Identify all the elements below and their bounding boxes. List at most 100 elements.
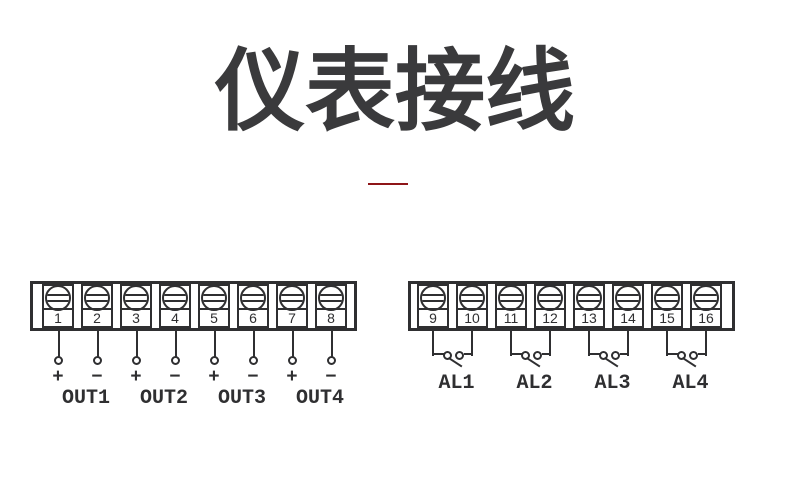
screw-slot-line bbox=[203, 300, 225, 302]
terminal-cell: 12 bbox=[534, 284, 566, 328]
screw-terminal-icon bbox=[123, 285, 149, 311]
screw-terminal-icon bbox=[459, 285, 485, 311]
relay-contact-dot-icon bbox=[455, 351, 464, 360]
terminal-number: 12 bbox=[536, 308, 564, 326]
screw-slot-line bbox=[461, 300, 483, 302]
terminal-cell: 16 bbox=[690, 284, 722, 328]
screw-slot-line bbox=[578, 294, 600, 296]
screw-terminal-icon bbox=[45, 285, 71, 311]
alarm-channel-label: AL1 bbox=[438, 372, 475, 395]
terminal-cell: 2 bbox=[81, 284, 113, 328]
screw-slot-line bbox=[125, 300, 147, 302]
screw-slot-line bbox=[539, 294, 561, 296]
wire-end-dot-icon bbox=[288, 356, 297, 365]
alarm-channel-label: AL2 bbox=[516, 372, 553, 395]
wire-line bbox=[291, 330, 294, 357]
screw-slot-line bbox=[281, 300, 303, 302]
screw-slot-line bbox=[422, 294, 444, 296]
wire-line bbox=[174, 330, 177, 357]
polarity-label: − bbox=[169, 366, 181, 388]
screw-slot-line bbox=[500, 300, 522, 302]
alarm-channel-label: AL3 bbox=[594, 372, 631, 395]
terminal-cell: 9 bbox=[417, 284, 449, 328]
relay-wire-line bbox=[666, 330, 668, 356]
terminal-number: 15 bbox=[653, 308, 681, 326]
wire-line bbox=[213, 330, 216, 357]
relay-contact-dot-icon bbox=[533, 351, 542, 360]
wire-line bbox=[135, 330, 138, 357]
screw-terminal-icon bbox=[201, 285, 227, 311]
screw-slot-line bbox=[47, 294, 69, 296]
screw-slot-line bbox=[461, 294, 483, 296]
terminal-number: 8 bbox=[317, 308, 345, 326]
terminal-cell: 14 bbox=[612, 284, 644, 328]
screw-terminal-icon bbox=[240, 285, 266, 311]
screw-slot-line bbox=[281, 294, 303, 296]
relay-wire-line bbox=[510, 353, 522, 355]
wire-end-dot-icon bbox=[93, 356, 102, 365]
terminal-number: 5 bbox=[200, 308, 228, 326]
wire-end-dot-icon bbox=[171, 356, 180, 365]
terminal-number: 4 bbox=[161, 308, 189, 326]
wire-end-dot-icon bbox=[249, 356, 258, 365]
terminal-number: 7 bbox=[278, 308, 306, 326]
title-underline bbox=[368, 183, 408, 185]
relay-wire-line bbox=[666, 353, 678, 355]
relay-wire-line bbox=[588, 330, 590, 356]
terminal-cell: 3 bbox=[120, 284, 152, 328]
screw-slot-line bbox=[656, 300, 678, 302]
polarity-label: − bbox=[325, 366, 337, 388]
output-channel-label: OUT2 bbox=[139, 387, 188, 410]
output-channel-label: OUT4 bbox=[295, 387, 344, 410]
page-title: 仪表接线 bbox=[215, 42, 575, 142]
relay-contact-dot-icon bbox=[677, 351, 686, 360]
terminal-cell: 5 bbox=[198, 284, 230, 328]
terminal-block-outputs: 1 2 3 4 5 6 7 8 bbox=[30, 281, 357, 331]
wire-line bbox=[252, 330, 255, 357]
terminal-cell: 15 bbox=[651, 284, 683, 328]
relay-wire-line bbox=[510, 330, 512, 356]
polarity-label: + bbox=[130, 366, 142, 388]
output-channel-label: OUT1 bbox=[61, 387, 110, 410]
relay-contact-dot-icon bbox=[443, 351, 452, 360]
screw-slot-line bbox=[500, 294, 522, 296]
polarity-label: + bbox=[286, 366, 298, 388]
screw-terminal-icon bbox=[84, 285, 110, 311]
terminal-cell: 1 bbox=[42, 284, 74, 328]
screw-slot-line bbox=[242, 294, 264, 296]
terminal-cell: 6 bbox=[237, 284, 269, 328]
screw-slot-line bbox=[695, 294, 717, 296]
terminal-number: 6 bbox=[239, 308, 267, 326]
wire-line bbox=[330, 330, 333, 357]
relay-wire-line bbox=[627, 330, 629, 356]
terminal-cell: 11 bbox=[495, 284, 527, 328]
screw-terminal-icon bbox=[693, 285, 719, 311]
wire-line bbox=[57, 330, 60, 357]
terminal-number: 1 bbox=[44, 308, 72, 326]
terminal-cell: 7 bbox=[276, 284, 308, 328]
screw-terminal-icon bbox=[498, 285, 524, 311]
screw-slot-line bbox=[320, 300, 342, 302]
relay-wire-line bbox=[432, 330, 434, 356]
terminal-number: 14 bbox=[614, 308, 642, 326]
relay-wire-line bbox=[620, 353, 629, 355]
screw-terminal-icon bbox=[420, 285, 446, 311]
screw-slot-line bbox=[695, 300, 717, 302]
screw-slot-line bbox=[578, 300, 600, 302]
terminal-cell: 10 bbox=[456, 284, 488, 328]
screw-slot-line bbox=[164, 300, 186, 302]
relay-wire-line bbox=[542, 353, 551, 355]
screw-terminal-icon bbox=[537, 285, 563, 311]
terminal-number: 16 bbox=[692, 308, 720, 326]
terminal-number: 9 bbox=[419, 308, 447, 326]
terminal-cell: 13 bbox=[573, 284, 605, 328]
screw-terminal-icon bbox=[162, 285, 188, 311]
terminal-number: 11 bbox=[497, 308, 525, 326]
screw-terminal-icon bbox=[615, 285, 641, 311]
screw-terminal-icon bbox=[318, 285, 344, 311]
relay-wire-line bbox=[464, 353, 473, 355]
output-channel-label: OUT3 bbox=[217, 387, 266, 410]
polarity-label: − bbox=[91, 366, 103, 388]
terminal-number: 2 bbox=[83, 308, 111, 326]
